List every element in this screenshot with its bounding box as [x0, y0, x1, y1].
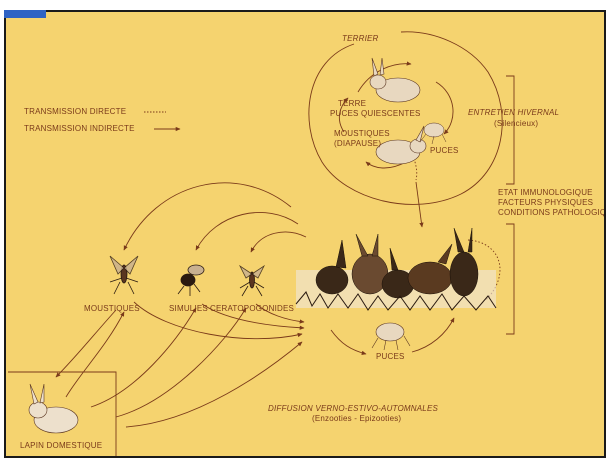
- factor-pathological: CONDITIONS PATHOLOGIQUES: [498, 208, 606, 218]
- arc-fleas-to-field: [412, 318, 454, 352]
- burrow-fleas-label: PUCES: [430, 146, 459, 156]
- burrow-center-line1: TERRE: [338, 99, 366, 109]
- corner-tab: [4, 10, 46, 18]
- vector-fleas-label: PUCES: [376, 352, 405, 362]
- burrow-mosquito-line1: MOUSTIQUES: [334, 129, 390, 139]
- blackfly-icon: [178, 265, 204, 296]
- arc-domestic-to-midge: [116, 308, 246, 417]
- diffusion-title: DIFFUSION VERNO-ESTIVO-AUTOMNALES: [268, 404, 438, 414]
- winter-bracket: [506, 76, 514, 184]
- winter-subtitle: (Silencieux): [494, 119, 538, 129]
- winter-title: ENTRETIEN HIVERNAL: [468, 108, 559, 118]
- arc-field-to-fleas: [331, 330, 366, 354]
- domestic-rabbit-label: LAPIN DOMESTIQUE: [20, 441, 102, 451]
- diagram-frame: TRANSMISSION DIRECTE TRANSMISSION INDIRE…: [4, 10, 606, 458]
- flea-icon: [372, 323, 410, 350]
- factor-immunological: ETAT IMMUNOLOGIQUE: [498, 188, 593, 198]
- burrow-mosquito-line2: (DIAPAUSE): [334, 139, 381, 149]
- vector-mosquitoes-label: MOUSTIQUES: [84, 304, 140, 314]
- arc-mosquito-to-domestic: [56, 310, 116, 377]
- arc-to-mosquitoes: [124, 183, 291, 250]
- arc-domestic-to-blackfly: [91, 308, 196, 407]
- legend-direct-label: TRANSMISSION DIRECTE: [24, 107, 126, 117]
- mosquito-icon: [110, 256, 138, 294]
- rabbit-icon: [29, 384, 78, 433]
- burrow-title: TERRIER: [342, 34, 379, 44]
- vector-midges-label: CERATOPOGONIDES: [210, 304, 294, 314]
- field-bracket: [506, 224, 514, 334]
- arc-domestic-to-mosquito: [66, 312, 124, 397]
- midge-icon: [240, 266, 264, 296]
- arc-to-blackflies: [196, 212, 298, 250]
- vector-blackflies-label: SIMULIES: [169, 304, 208, 314]
- diffusion-subtitle: (Enzooties - Epizooties): [312, 414, 401, 424]
- factor-physical: FACTEURS PHYSIQUES: [498, 198, 593, 208]
- arc-to-midges: [251, 232, 306, 252]
- burrow-center-line2: PUCES QUIESCENTES: [330, 109, 421, 119]
- diagram-drawing: [6, 12, 606, 458]
- legend-indirect-label: TRANSMISSION INDIRECTE: [24, 124, 135, 134]
- wild-rabbits-group-icon: [296, 228, 496, 310]
- arc-domestic-to-field: [126, 342, 302, 427]
